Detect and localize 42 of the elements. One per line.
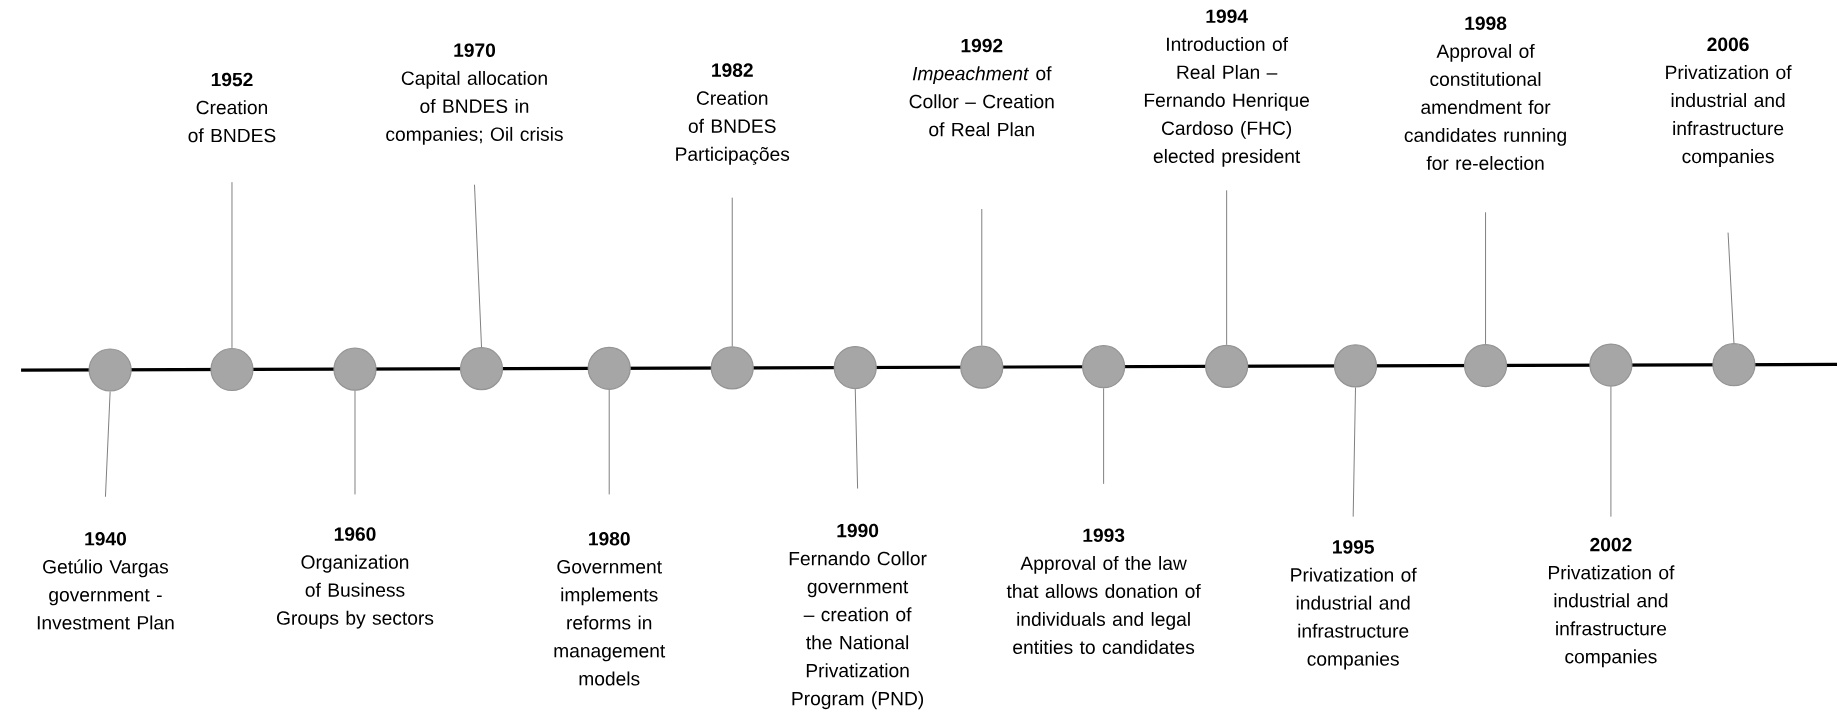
timeline-dot [459,347,504,391]
timeline-entry: 1990 Fernando Collor government – creation of the National Privatization Program (PND) [789,523,927,710]
timeline-entry: 1995 Privatization of industrial and infrastructure companies [1291,540,1417,670]
timeline-dot [1589,343,1633,387]
timeline-dot [960,345,1004,389]
timeline-entry: 1993 Approval of the law that allows donation of individuals and legal entities to candidates [1006,528,1201,655]
timeline-entry: 1970 Capital allocation of BNDES in companies; Oil crisis [386,43,563,145]
leader-line [854,388,859,490]
timeline-entry: 1940 Getúlio Vargas government - Investment Plan [37,532,174,630]
leader-line [1727,232,1735,344]
timeline-dot [1333,344,1378,388]
timeline-dot [1205,344,1249,389]
timeline-dot [1463,344,1508,388]
leader-line [1226,189,1228,346]
leader-line [354,390,356,495]
timeline-entry: 1952 Creation of BNDES [188,72,276,143]
timeline-dot [210,348,254,392]
leader-line [1352,387,1356,518]
leader-line [1103,387,1105,485]
leader-line [1610,386,1612,518]
timeline-dot [710,346,754,390]
timeline-entry: 1994 Introduction of Real Plan – Fernando Henrique Cardoso (FHC) elected president [1144,9,1309,167]
timeline-dot [1082,345,1126,389]
timeline-entry: 1982 Creation of BNDES Participações [676,63,790,165]
leader-line [1485,211,1487,345]
leader-line [608,389,610,495]
timeline-entry: 1960 Organization of Business Groups by sectors [277,527,434,629]
timeline-entry: 1992 Impeachment of Collor – Creation of Real Plan [909,38,1054,137]
timeline-dot [88,348,132,392]
leader-line [731,197,733,347]
leader-line [104,391,111,498]
leader-line [231,181,233,349]
leader-line [474,184,482,348]
timeline-entry: 1998 Approval of constitutional amendment for candidates running for re-election [1404,16,1566,171]
timeline-entry: 2006 Privatization of industrial and infrastructure companies [1666,37,1792,167]
timeline-dot [1712,343,1756,387]
timeline-dot [587,346,631,391]
timeline-dot [333,347,377,391]
timeline-entry: 1980 Government implements reforms in management models [554,532,666,686]
timeline-entry: 2002 Privatization of industrial and infrastructure companies [1549,537,1675,668]
leader-line [981,208,983,347]
timeline-dot [833,346,877,390]
